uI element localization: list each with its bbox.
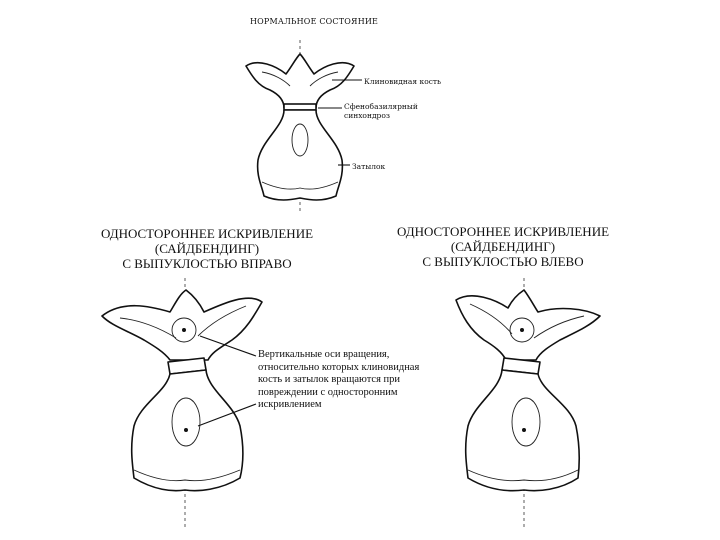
normal-synchondrosis [284,104,316,110]
left-sidebending-drawing [102,278,262,528]
right-sphenoid-bone [456,290,600,360]
normal-state-drawing [246,40,362,212]
normal-sphenoid-bone [246,54,354,108]
right-sidebending-drawing [456,278,600,528]
left-sphenoid-axis-dot [182,328,186,332]
normal-occiput-bone [258,110,343,200]
right-occiput-axis-dot [522,428,526,432]
right-sphenoid-axis-dot [520,328,524,332]
left-occiput-axis-dot [184,428,188,432]
